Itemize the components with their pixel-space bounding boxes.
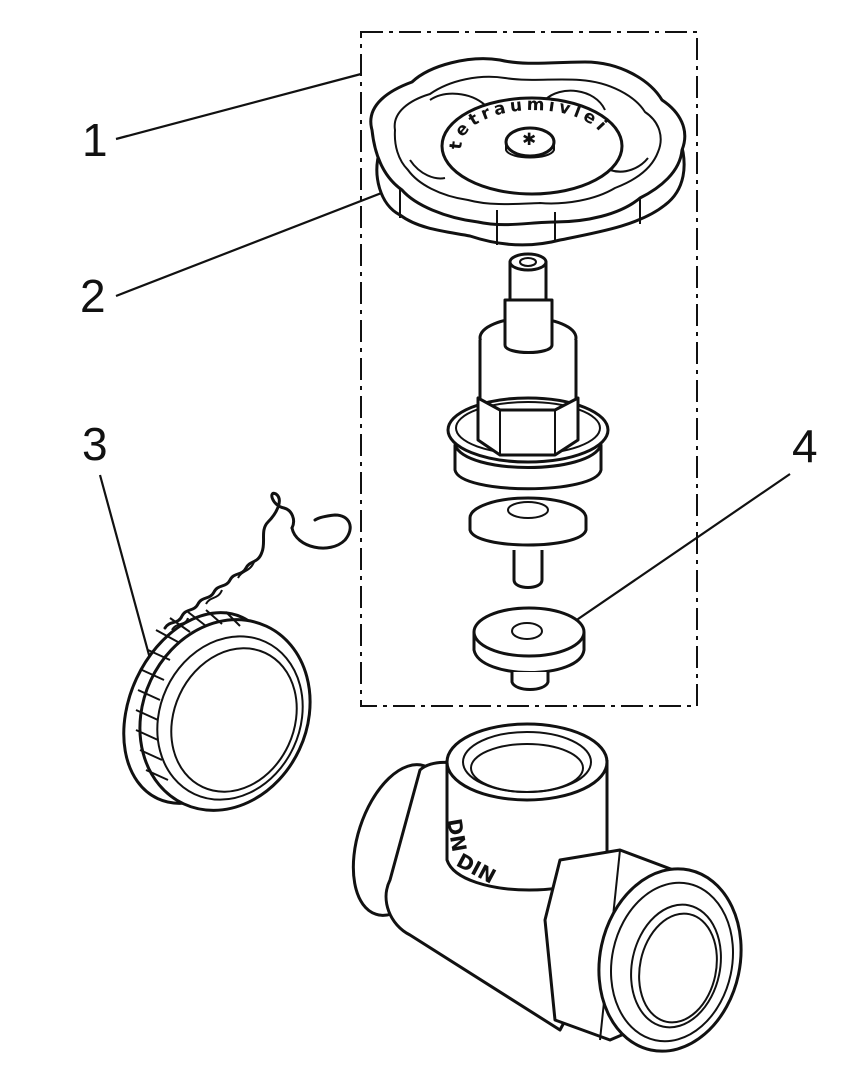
leader-line-3 [98, 474, 154, 667]
callout-4: 4 [792, 420, 818, 472]
body-marking-dn: DN [442, 817, 471, 854]
chain-hook [290, 513, 352, 550]
cap-knurling [135, 609, 241, 781]
valve-upper-part [446, 252, 610, 589]
callout-2: 2 [80, 270, 106, 322]
leader-line-4 [561, 473, 791, 631]
callout-1: 1 [82, 114, 108, 166]
valve-body-tee: DN DIN [351, 722, 743, 1053]
chain [163, 491, 296, 630]
center-screw-icon: ✱ [522, 130, 536, 150]
handwheel: ✱ tetraumivlei [369, 57, 687, 247]
leader-line-1 [115, 72, 362, 141]
callout-3: 3 [82, 418, 108, 470]
assembly-group-frame [360, 31, 698, 707]
cap-with-chain [122, 491, 352, 812]
leader-line-2 [115, 183, 403, 298]
valve-seal-disc [472, 606, 586, 691]
